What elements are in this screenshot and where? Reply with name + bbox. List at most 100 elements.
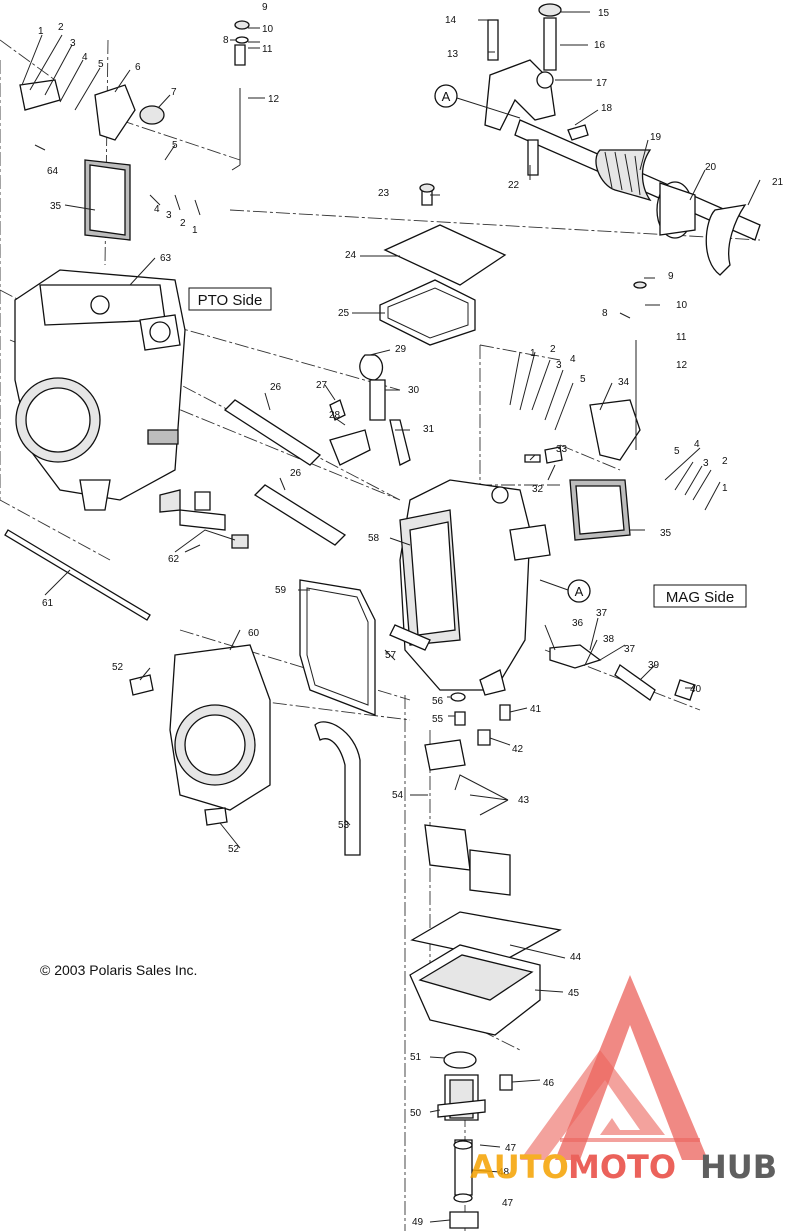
reference-marker-a-top: A: [434, 84, 521, 119]
callout: 50: [410, 1108, 422, 1119]
callout: 5: [98, 59, 104, 70]
callout: 44: [570, 952, 582, 963]
callout: 5: [674, 446, 680, 457]
callout: 47: [502, 1198, 514, 1209]
svg-text:PTO Side: PTO Side: [198, 292, 263, 309]
callout: 7: [171, 87, 177, 98]
callout: 30: [408, 385, 420, 396]
callout: 2: [550, 344, 556, 355]
svg-text:A: A: [575, 584, 584, 599]
callout: 54: [392, 790, 404, 801]
callout: 56: [432, 696, 444, 707]
callout: 43: [518, 795, 530, 806]
pto-carburetor-body: [14, 269, 186, 511]
leader-lines: [21, 11, 761, 1223]
callout: 26: [290, 468, 302, 479]
automotohub-watermark-logo: AUTO MOTO HUB: [470, 975, 777, 1186]
callout: 41: [530, 704, 542, 715]
callout: 11: [262, 44, 273, 55]
callout: 5: [580, 374, 586, 385]
callout: 46: [543, 1078, 555, 1089]
callout: 17: [596, 78, 608, 89]
callout: 25: [338, 308, 350, 319]
callout: 2: [58, 22, 64, 33]
callout: 24: [345, 250, 357, 261]
throttle-shaft-assembly: [484, 3, 761, 276]
callout: 15: [598, 8, 610, 19]
svg-text:MAG Side: MAG Side: [666, 589, 734, 606]
callout: 1: [38, 26, 44, 37]
callout: 60: [248, 628, 260, 639]
callout: 5: [172, 140, 178, 151]
callout: 48: [498, 1167, 510, 1178]
callout: 57: [385, 650, 397, 661]
callout: 64: [47, 166, 59, 177]
callout: 28: [329, 410, 341, 421]
callout: 1: [192, 225, 198, 236]
callout: 58: [368, 533, 380, 544]
callout: 47: [505, 1143, 517, 1154]
reference-marker-a-mid: A: [539, 579, 591, 603]
callout: 59: [275, 585, 287, 596]
callout: 49: [412, 1217, 424, 1228]
callout: 39: [648, 660, 660, 671]
mag-carburetor-body: [389, 479, 551, 696]
callout: 3: [556, 360, 562, 371]
callout: 32: [532, 484, 544, 495]
callout: 19: [650, 132, 662, 143]
top-cover-and-gasket: [379, 183, 507, 346]
callout: 3: [70, 38, 76, 49]
callout: 4: [570, 354, 576, 365]
callout: 21: [772, 177, 784, 188]
callout: 34: [618, 377, 630, 388]
callout: 35: [660, 528, 672, 539]
callout: 37: [596, 608, 608, 619]
callout: 11: [676, 332, 687, 343]
float-bowl: [409, 911, 562, 1229]
callout: 2: [722, 456, 728, 467]
callout: 3: [703, 458, 709, 469]
callout: 8: [223, 35, 229, 46]
float-assembly: [424, 644, 696, 896]
callout: 52: [228, 844, 240, 855]
callout: 33: [556, 444, 568, 455]
callout: 12: [676, 360, 688, 371]
tubes-and-fittings: [4, 354, 411, 621]
callout: 63: [160, 253, 172, 264]
callout: 9: [262, 2, 268, 13]
mag-slide-parts: [524, 281, 647, 541]
callout: 2: [180, 218, 186, 229]
callout: 1: [530, 348, 536, 359]
svg-text:MOTO: MOTO: [568, 1148, 676, 1186]
callout: 31: [423, 424, 435, 435]
callout: 20: [705, 162, 717, 173]
copyright-notice: © 2003 Polaris Sales Inc.: [40, 962, 198, 978]
callout: 16: [594, 40, 606, 51]
callout: 4: [82, 52, 88, 63]
lower-gaskets: [129, 579, 376, 856]
callout: 22: [508, 180, 520, 191]
callout: 4: [694, 439, 700, 450]
callout: 38: [603, 634, 615, 645]
callout: 9: [668, 271, 674, 282]
callout: 13: [447, 49, 459, 60]
callout: 53: [338, 820, 350, 831]
callout: 18: [601, 103, 613, 114]
callout: 37: [624, 644, 636, 655]
callout: 29: [395, 344, 407, 355]
callout: 26: [270, 382, 282, 393]
callout-numbers: 1 2 3 4 5 6 7 9 10 8 11 12 64 5 4 3 2 1 …: [38, 2, 784, 1228]
callout: 55: [432, 714, 444, 725]
callout: 45: [568, 988, 580, 999]
pto-side-label: PTO Side: [188, 287, 272, 311]
callout: 3: [166, 210, 172, 221]
svg-text:AUTO: AUTO: [470, 1148, 569, 1186]
callout: 62: [168, 554, 180, 565]
pto-slide-parts: [19, 20, 250, 241]
callout: 8: [602, 308, 608, 319]
svg-text:HUB: HUB: [700, 1148, 777, 1186]
callout: 10: [676, 300, 688, 311]
callout: 36: [572, 618, 584, 629]
callout: 4: [154, 204, 160, 215]
mag-side-label: MAG Side: [653, 584, 747, 608]
